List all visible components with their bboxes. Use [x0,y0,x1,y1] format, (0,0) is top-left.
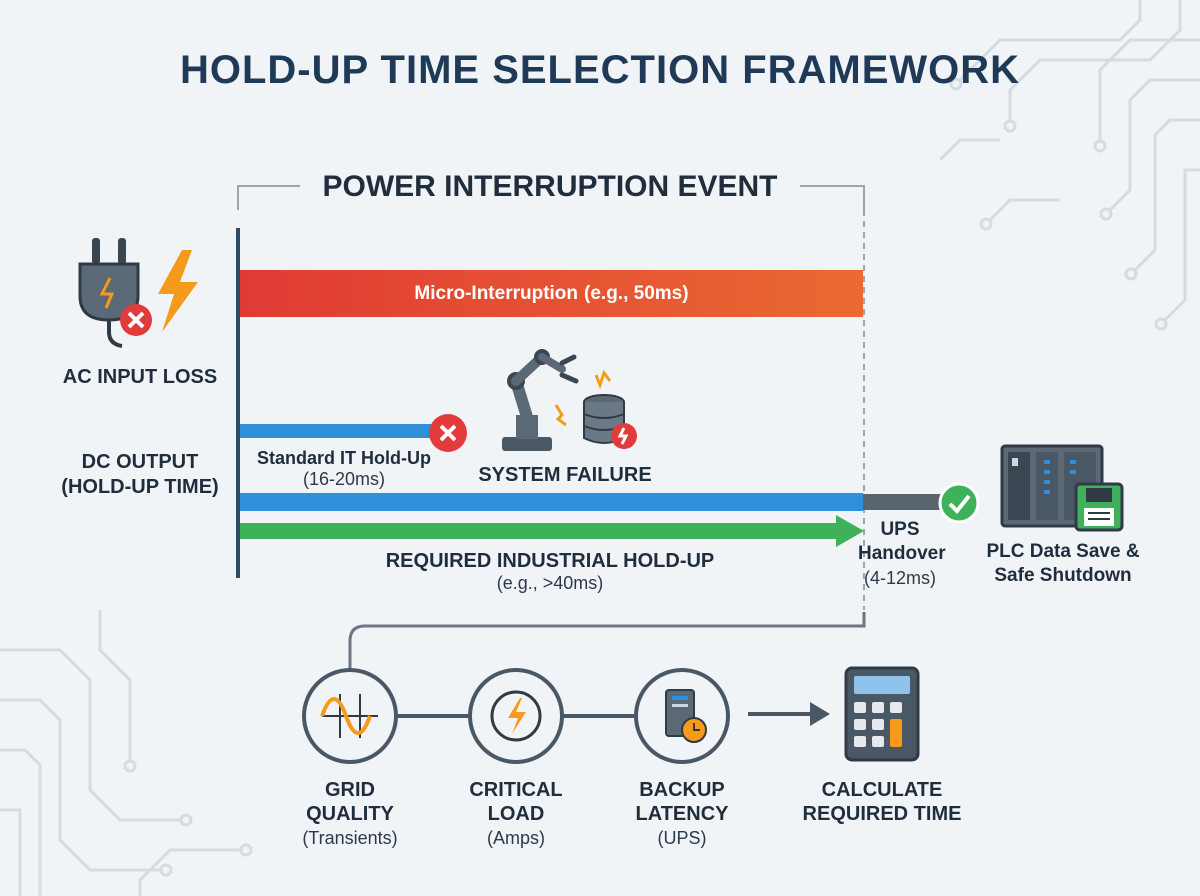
standard-it-label: Standard IT Hold-Up [257,448,431,468]
dc-output-line2: (HOLD-UP TIME) [61,476,219,498]
backup-latency-label-group: BACKUP LATENCY (UPS) [602,778,762,850]
database-error-icon [583,394,637,449]
factor-sub: (UPS) [657,828,707,848]
dc-output-label: DC OUTPUT (HOLD-UP TIME) [40,450,240,500]
ups-handover-label-group: UPS Handover (4-12ms) [858,518,946,590]
factor-title-line1: GRID [325,779,375,801]
sine-wave-icon [320,694,378,738]
ac-input-label: AC INPUT LOSS [62,366,218,388]
ups-line1: UPS [880,519,920,540]
server-clock-icon [665,689,707,743]
ups-detail: (4-12ms) [863,568,936,588]
success-check-icon [938,482,980,524]
factor-title-line1: CRITICAL [469,779,563,801]
lightning-icon [490,690,542,742]
robot-arm-icon [502,349,612,451]
plc-line2: Safe Shutdown [994,565,1132,586]
industrial-holdup-detail: (e.g., >40ms) [496,573,604,593]
ups-line2: Handover [858,543,946,564]
industrial-holdup-label: REQUIRED INDUSTRIAL HOLD-UP [385,550,715,572]
circuit-decoration-right [940,0,1200,331]
event-title: POWER INTERRUPTION EVENT [300,170,800,204]
system-failure-label: SYSTEM FAILURE [478,464,652,486]
plc-icon [1000,444,1124,532]
dc-output-bar [240,493,863,511]
factor-title-line2: LATENCY [635,803,729,825]
industrial-holdup-label-group: REQUIRED INDUSTRIAL HOLD-UP (e.g., >40ms… [340,550,760,594]
standard-it-detail: (16-20ms) [302,469,386,489]
calculate-label-group: CALCULATE REQUIRED TIME [790,778,974,826]
micro-interruption-detail: (e.g., 50ms) [584,282,689,304]
micro-interruption-label: Micro-Interruption [414,282,579,304]
factor-sub: (Amps) [487,828,545,848]
failure-x-icon [429,414,467,452]
calculate-line2: REQUIRED TIME [802,803,962,825]
ups-handover-bar [863,494,947,510]
standard-it-label-group: Standard IT Hold-Up (16-20ms) [244,448,444,490]
page-title: HOLD-UP TIME SELECTION FRAMEWORK [179,48,1021,92]
grid-quality-label-group: GRID QUALITY (Transients) [270,778,430,850]
dc-output-line1: DC OUTPUT [81,451,199,473]
micro-interruption-bar: Micro-Interruption (e.g., 50ms) [240,270,863,317]
factor-title-line2: LOAD [487,803,545,825]
standard-it-bar [240,424,436,438]
grid-quality-node [302,668,398,764]
calculator-icon [844,666,920,762]
plc-line1: PLC Data Save & [986,541,1140,562]
factor-title-line2: QUALITY [306,803,394,825]
critical-load-label-group: CRITICAL LOAD (Amps) [436,778,596,850]
industrial-holdup-arrow [240,515,864,547]
ac-plug-icon [78,238,198,348]
factor-sub: (Transients) [302,828,398,848]
critical-load-node [468,668,564,764]
calculate-line1: CALCULATE [821,779,943,801]
backup-latency-node [634,668,730,764]
plc-label-group: PLC Data Save & Safe Shutdown [966,540,1160,588]
factor-title-line1: BACKUP [639,779,725,801]
circuit-decoration-left [0,610,253,896]
